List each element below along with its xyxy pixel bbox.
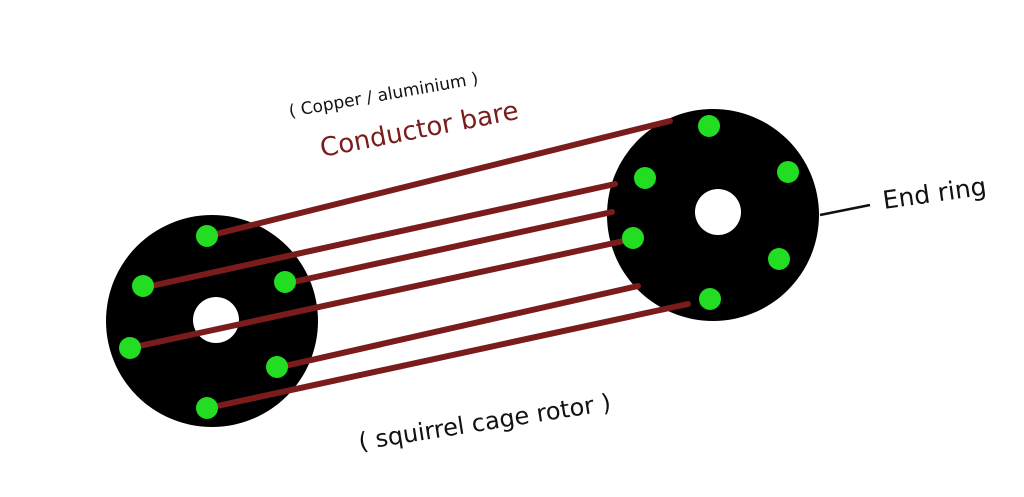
right-ring-hole (695, 189, 741, 235)
conductor-bar (139, 181, 618, 291)
rotor-label: ( squirrel cage rotor ) (357, 388, 613, 456)
conductor-bar (205, 301, 691, 411)
bar-end-dot (196, 225, 218, 247)
bar-end-dot (777, 161, 799, 183)
bar-end-dot (119, 337, 141, 359)
end-ring-label: End ring (881, 172, 988, 215)
conductor-bar (281, 209, 615, 287)
conductor-bars (127, 118, 691, 411)
right-ring-dots (622, 115, 799, 310)
bar-end-dot (266, 356, 288, 378)
bar-end-dot (622, 227, 644, 249)
bar-end-dot (699, 288, 721, 310)
bar-end-dot (196, 397, 218, 419)
left-ring-hole (193, 297, 239, 343)
bar-end-dot (698, 115, 720, 137)
bar-end-dot (274, 271, 296, 293)
right-end-ring-group (607, 109, 819, 321)
bar-end-dot (132, 275, 154, 297)
end-ring-leader-line (819, 203, 871, 217)
left-end-ring-group (106, 215, 318, 427)
left-ring-dots (119, 225, 296, 419)
conductor-bar (273, 283, 641, 371)
bar-end-dot (634, 167, 656, 189)
bar-end-dot (768, 248, 790, 270)
conductor-bar (205, 118, 673, 239)
conductor-bar (127, 237, 631, 351)
